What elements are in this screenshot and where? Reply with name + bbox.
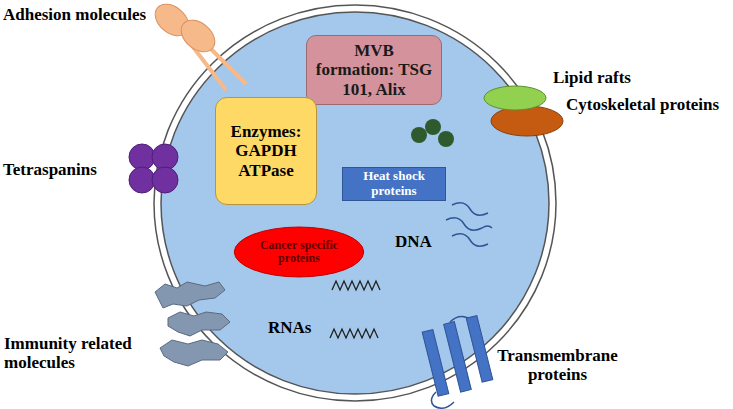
tetraspanin — [129, 144, 178, 193]
node-text: Enzymes: GAPDH ATPase — [222, 122, 310, 179]
rna-strand — [330, 281, 380, 338]
node-text: Heat shock proteins — [349, 169, 439, 198]
process-box: Heat shock proteins — [342, 167, 446, 201]
ellipse-shape: Cancer specific proteins — [233, 226, 365, 278]
inner-membrane — [161, 12, 549, 394]
part-label: DNA — [395, 232, 432, 251]
immunity-molecule — [155, 282, 230, 366]
lipid-raft — [484, 86, 563, 136]
part-label: Lipid rafts — [553, 68, 631, 87]
part-label: Cytoskeletal proteins — [566, 95, 719, 114]
part-label: Tetraspanins — [3, 160, 97, 179]
process-box: Enzymes: GAPDH ATPase — [215, 97, 317, 205]
part-label: Transmembrane proteins — [490, 346, 625, 384]
protein-dots — [411, 119, 454, 147]
part-label: Adhesion molecules — [3, 5, 146, 24]
part-label: Immunity related molecules — [4, 334, 154, 372]
node-text: MVB formation: TSG 101, Alix — [313, 41, 435, 98]
dna-strand — [446, 203, 492, 247]
node-text: Cancer specific proteins — [249, 239, 349, 266]
outer-membrane — [154, 5, 556, 401]
process-box: MVB formation: TSG 101, Alix — [306, 35, 442, 105]
part-label: RNAs — [268, 318, 311, 337]
adhesion-molecule — [149, 0, 246, 90]
transmembrane-protein — [422, 316, 493, 409]
